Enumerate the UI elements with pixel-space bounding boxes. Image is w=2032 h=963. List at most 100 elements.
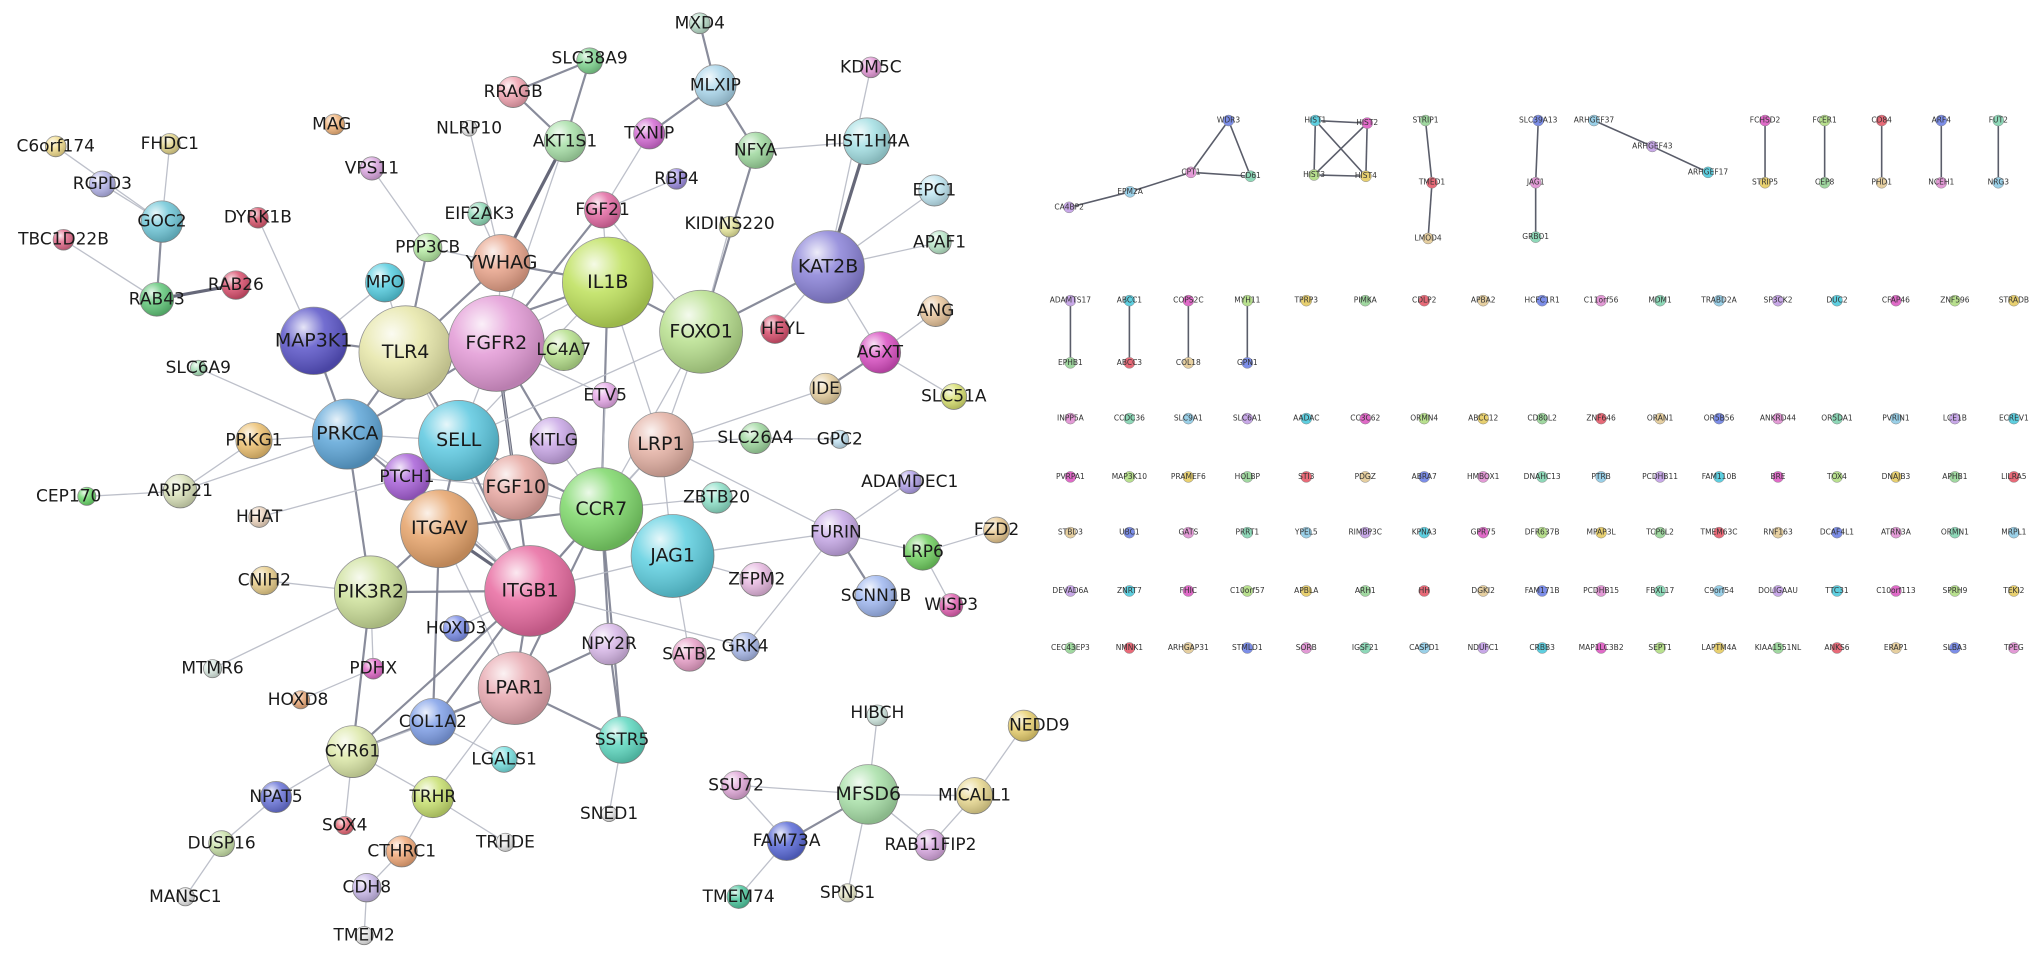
node-tmem74[interactable]: TMEM74 xyxy=(702,884,775,909)
node-col1a2[interactable]: COL1A2 xyxy=(399,698,467,746)
small-node-abcc1[interactable]: ABCC1 xyxy=(1117,294,1143,307)
node-txnip[interactable]: TXNIP xyxy=(623,117,674,150)
small-node-hh[interactable]: HH xyxy=(1418,585,1430,597)
small-node-gpn1[interactable]: GPN1 xyxy=(1237,357,1258,369)
small-node-apbla[interactable]: APBLA xyxy=(1294,585,1319,597)
node-itgb1[interactable]: ITGB1 xyxy=(484,545,576,637)
small-node-slc9a1[interactable]: SLC9A1 xyxy=(1174,412,1203,425)
node-lrp6[interactable]: LRP6 xyxy=(902,533,944,571)
small-node-wdr3[interactable]: WDR3 xyxy=(1217,114,1240,127)
node-itgav[interactable]: ITGAV xyxy=(400,489,479,569)
small-node-erap1[interactable]: ERAP1 xyxy=(1884,642,1908,654)
node-hhat[interactable]: HHAT xyxy=(236,506,283,528)
node-nlrp10[interactable]: NLRP10 xyxy=(436,118,502,138)
small-node-pcdhb11[interactable]: PCDHB11 xyxy=(1642,471,1678,483)
node-mfsd6[interactable]: MFSD6 xyxy=(835,764,901,825)
small-node-cep8[interactable]: CEP8 xyxy=(1815,176,1835,189)
node-npy2r[interactable]: NPY2R xyxy=(581,622,637,666)
small-node-ptrb[interactable]: PTRB xyxy=(1591,471,1611,483)
small-node-lce1b[interactable]: LCE1B xyxy=(1943,412,1967,425)
small-node-ca4bp2[interactable]: CA4BP2 xyxy=(1054,201,1084,214)
small-node-stradb[interactable]: STRADB xyxy=(1999,294,2029,307)
node-prkg1[interactable]: PRKG1 xyxy=(225,422,283,460)
node-hibch[interactable]: HIBCH xyxy=(850,703,904,727)
node-spns1[interactable]: SPNS1 xyxy=(820,883,875,903)
small-node-fut2[interactable]: FUT2 xyxy=(1989,114,2008,127)
small-node-nrg3[interactable]: NRG3 xyxy=(1988,176,2010,189)
small-node-arhgef37[interactable]: ARHGEF37 xyxy=(1574,114,1615,127)
small-node-ormn1[interactable]: ORMN1 xyxy=(1941,526,1969,539)
node-dusp16[interactable]: DUSP16 xyxy=(187,830,256,858)
small-node-znrt7[interactable]: ZNRT7 xyxy=(1117,585,1142,597)
small-node-oran1[interactable]: ORAN1 xyxy=(1647,412,1674,425)
small-node-hist2[interactable]: HIST2 xyxy=(1356,117,1378,129)
small-node-map3k10[interactable]: MAP3K10 xyxy=(1112,471,1148,483)
small-node-teki2[interactable]: TEKI2 xyxy=(2002,585,2025,597)
small-node-tpeg[interactable]: TPEG xyxy=(2003,642,2024,654)
node-ppp3cb[interactable]: PPP3CB xyxy=(395,232,460,263)
small-node-fbxl17[interactable]: FBXL17 xyxy=(1646,585,1675,597)
small-node-hmbox1[interactable]: HMBOX1 xyxy=(1467,471,1500,483)
node-tbc1d22b[interactable]: TBC1D22B xyxy=(17,228,109,251)
small-node-fcer1[interactable]: FCER1 xyxy=(1813,114,1838,127)
node-jag1[interactable]: JAG1 xyxy=(630,514,715,598)
small-node-myh11[interactable]: MYH11 xyxy=(1234,294,1261,307)
small-node-ormn4[interactable]: ORMN4 xyxy=(1410,412,1438,425)
small-node-arhgap31[interactable]: ARHGAP31 xyxy=(1168,642,1209,654)
small-node-fam110b[interactable]: FAM110B xyxy=(1702,471,1737,483)
node-rab11fip2[interactable]: RAB11FIP2 xyxy=(885,828,977,861)
small-node-jag1[interactable]: JAG1 xyxy=(1526,176,1545,189)
node-kat2b[interactable]: KAT2B xyxy=(791,230,865,304)
small-node-dgki2[interactable]: DGKI2 xyxy=(1471,585,1495,597)
node-kidins220[interactable]: KIDINS220 xyxy=(684,214,775,238)
node-fgf21[interactable]: FGF21 xyxy=(575,191,630,229)
small-node-c10orf57[interactable]: C10orf57 xyxy=(1230,585,1265,597)
node-wisp3[interactable]: WISP3 xyxy=(924,593,978,618)
small-node-adamts17[interactable]: ADAMTS17 xyxy=(1050,294,1091,307)
node-zfpm2[interactable]: ZFPM2 xyxy=(728,562,785,597)
node-rab43[interactable]: RAB43 xyxy=(129,282,185,317)
small-node-slc6a1[interactable]: SLC6A1 xyxy=(1233,412,1262,425)
node-cyr61[interactable]: CYR61 xyxy=(325,725,380,778)
node-il1b[interactable]: IL1B xyxy=(562,236,654,329)
node-ide[interactable]: IDE xyxy=(809,372,842,405)
node-pik3r2[interactable]: PIK3R2 xyxy=(333,555,408,629)
small-node-aphb1[interactable]: APHB1 xyxy=(1942,471,1968,483)
node-pdhx[interactable]: PDHX xyxy=(349,657,397,680)
small-node-abra7[interactable]: ABRA7 xyxy=(1412,471,1437,483)
small-node-cd84[interactable]: CD84 xyxy=(1871,114,1892,127)
node-etv5[interactable]: ETV5 xyxy=(583,381,627,409)
small-node-col18[interactable]: COL18 xyxy=(1176,357,1201,369)
node-lc4a7[interactable]: LC4A7 xyxy=(536,328,591,372)
node-mxd4[interactable]: MXD4 xyxy=(675,12,725,35)
node-fgf10[interactable]: FGF10 xyxy=(482,454,549,521)
small-node-igsf21[interactable]: IGSF21 xyxy=(1352,642,1379,654)
small-node-fhic[interactable]: FHIC xyxy=(1180,585,1197,597)
small-node-ndufc1[interactable]: NDUFC1 xyxy=(1468,642,1499,654)
small-node-kpna3[interactable]: KPNA3 xyxy=(1412,526,1437,539)
node-cnih2[interactable]: CNIH2 xyxy=(238,565,291,596)
small-node-cpt1[interactable]: CPT1 xyxy=(1181,166,1201,179)
small-node-atrn3a[interactable]: ATRN3A xyxy=(1881,526,1912,539)
node-rbp4[interactable]: RBP4 xyxy=(654,168,699,190)
small-node-grbo1[interactable]: GRBO1 xyxy=(1522,231,1549,243)
small-node-cc3c62[interactable]: CC3C62 xyxy=(1350,412,1380,425)
node-goc2[interactable]: GOC2 xyxy=(137,200,187,243)
small-node-aadac[interactable]: AADAC xyxy=(1293,412,1319,425)
small-node-cdlp2[interactable]: CDLP2 xyxy=(1412,294,1437,307)
small-node-tox4[interactable]: TOX4 xyxy=(1826,471,1847,483)
node-ptch1[interactable]: PTCH1 xyxy=(379,453,434,501)
node-slc6a9[interactable]: SLC6A9 xyxy=(166,358,231,378)
node-dyrk1b[interactable]: DYRK1B xyxy=(224,206,292,229)
node-epc1[interactable]: EPC1 xyxy=(913,174,957,207)
node-rgpd3[interactable]: RGPD3 xyxy=(73,170,132,198)
node-micall1[interactable]: MICALL1 xyxy=(938,777,1011,815)
small-node-duc2[interactable]: DUC2 xyxy=(1826,294,1848,307)
small-node-ccdc36[interactable]: CCDC36 xyxy=(1114,412,1145,425)
node-cthrc1[interactable]: CTHRC1 xyxy=(367,835,436,868)
small-node-cd80l2[interactable]: CD80L2 xyxy=(1527,412,1557,425)
small-node-ephb1[interactable]: EPHB1 xyxy=(1058,357,1083,369)
small-node-crbb3[interactable]: CRBB3 xyxy=(1529,642,1555,654)
small-node-stbd3[interactable]: STBD3 xyxy=(1058,526,1083,539)
small-node-c10orf113[interactable]: C10orf113 xyxy=(1876,585,1916,597)
